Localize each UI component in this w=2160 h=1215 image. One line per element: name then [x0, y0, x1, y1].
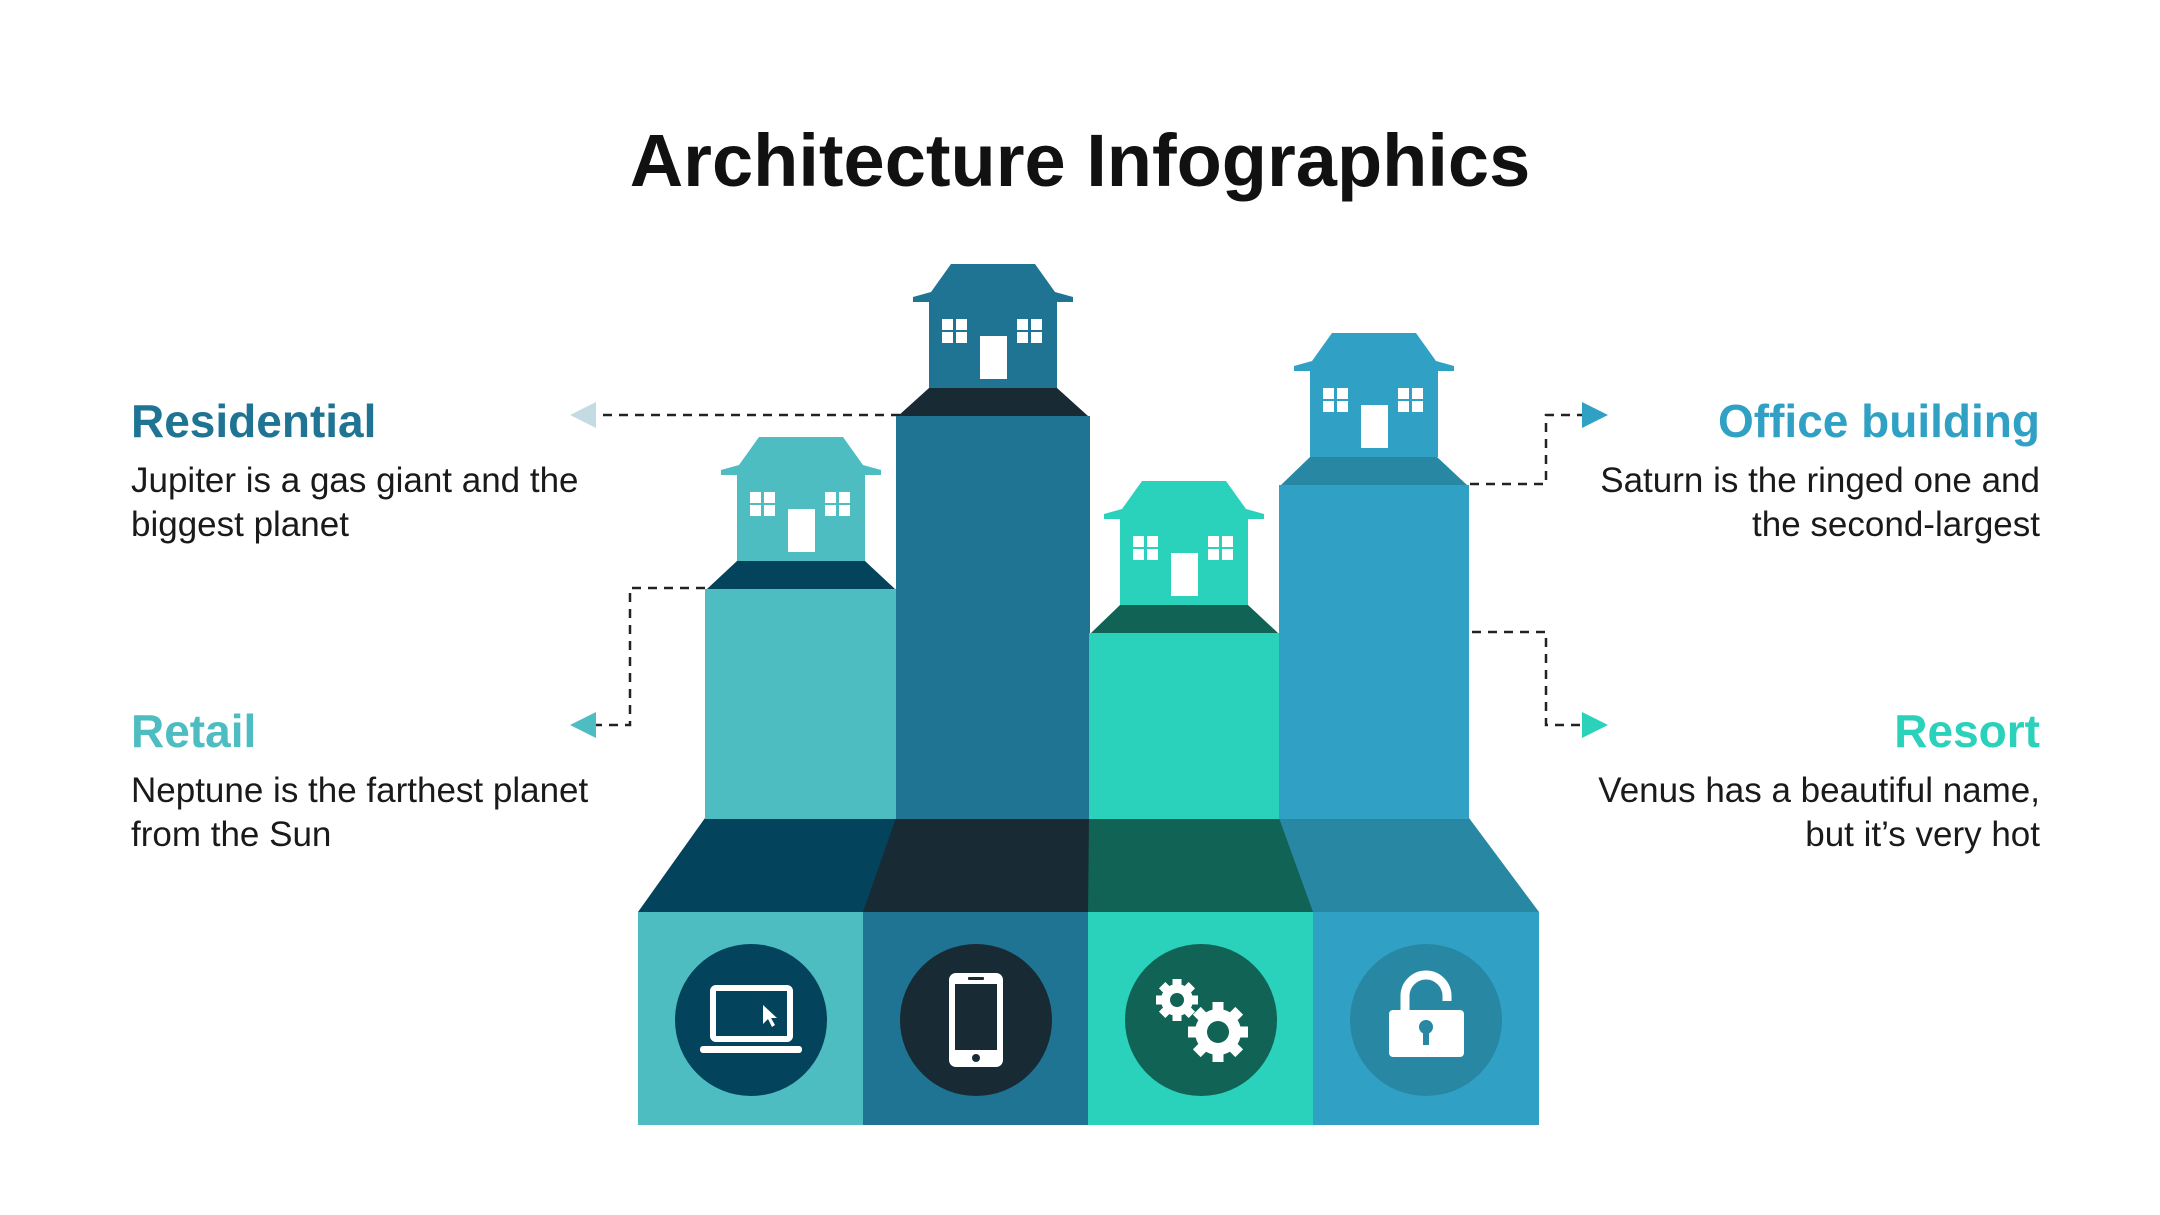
arrow-resort [1582, 712, 1608, 738]
roof-office-building [1281, 457, 1467, 485]
residential-text: Jupiter is a gas giant and the biggest p… [131, 461, 579, 544]
retail-text: Neptune is the farthest planet from the … [131, 771, 589, 854]
arrow-office-building [1582, 402, 1608, 428]
connector-retail [596, 586, 705, 727]
house-office-building [1294, 333, 1454, 457]
arrow-residential [570, 402, 596, 428]
page-title: Architecture Infographics [629, 119, 1531, 202]
tower-resort [1089, 633, 1280, 819]
gears-icon [1156, 979, 1248, 1062]
resort-block: Resort Venus has a beautiful name, but i… [1570, 703, 2040, 857]
floor-segment-4 [1279, 818, 1539, 912]
padlock-icon [1389, 970, 1464, 1057]
floor-segment-1 [638, 818, 897, 912]
retail-block: Retail Neptune is the farthest planet fr… [131, 703, 601, 857]
office-building-text: Saturn is the ringed one and the second-… [1600, 461, 2040, 544]
residential-heading: Residential [131, 395, 377, 447]
connector-office-building [1470, 413, 1582, 486]
laptop-icon-circle [675, 944, 827, 1096]
floor-segment-2 [863, 818, 1090, 912]
retail-heading: Retail [131, 705, 257, 757]
tower-office-building [1279, 485, 1469, 819]
house-retail [721, 437, 881, 561]
roof-retail [707, 561, 895, 589]
office-building-block: Office building Saturn is the ringed one… [1570, 393, 2040, 547]
house-residential [913, 264, 1073, 388]
tower-residential [896, 416, 1090, 819]
smartphone-icon [949, 973, 1003, 1067]
roof-resort [1091, 605, 1278, 633]
residential-block: Residential Jupiter is a gas giant and t… [131, 393, 601, 547]
office-building-heading: Office building [1718, 395, 2040, 447]
resort-heading: Resort [1894, 705, 2040, 757]
laptop-icon [700, 985, 802, 1053]
roof-residential [898, 388, 1088, 416]
floor-segment-3 [1088, 818, 1314, 912]
arrow-retail [570, 712, 596, 738]
house-resort [1104, 481, 1264, 605]
resort-text: Venus has a beautiful name, but it’s ver… [1598, 771, 2040, 854]
tower-retail [705, 589, 897, 819]
